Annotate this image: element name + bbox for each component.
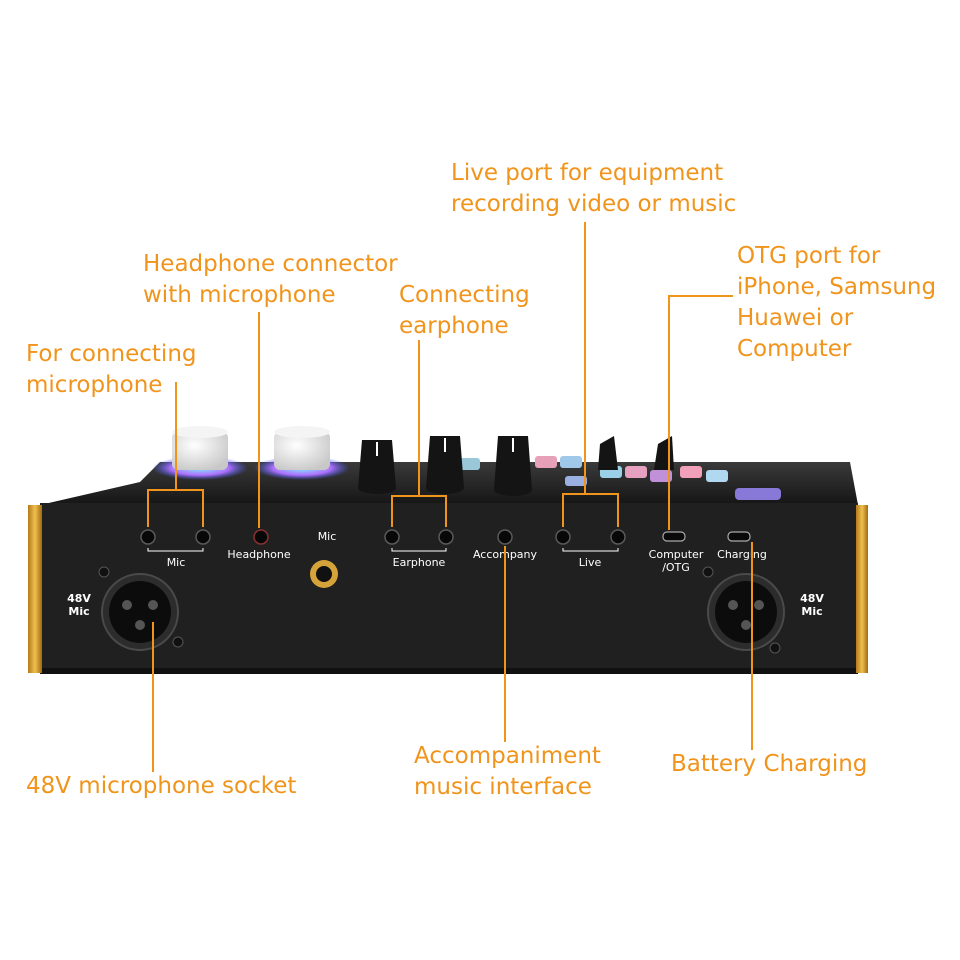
leader-connecting-microphone: [147, 489, 204, 527]
jacks: [140, 529, 626, 545]
top-buttons: [458, 456, 781, 500]
leader-connecting-earphone: [391, 495, 447, 527]
callout-otg-port: OTG port for iPhone, Samsung Huawei or C…: [737, 243, 937, 362]
label-mic-group: Mic: [167, 556, 186, 569]
callout-battery-charging: Battery Charging: [671, 751, 868, 777]
panel-brackets: [147, 548, 619, 552]
label-xlr-right-mic: Mic: [801, 605, 822, 618]
label-xlr-left-mic: Mic: [68, 605, 89, 618]
knob-markers: [376, 438, 514, 456]
white-knob-right: [254, 426, 350, 480]
label-computer: Computer: [649, 548, 704, 561]
label-headphone: Headphone: [227, 548, 290, 561]
gold-jack: [310, 560, 338, 588]
callout-mic-socket-48v: 48V microphone socket: [26, 773, 297, 799]
label-otg: /OTG: [662, 561, 690, 574]
callout-headphone-connector: Headphone connector with microphone: [143, 251, 398, 308]
label-earphone: Earphone: [393, 556, 446, 569]
label-live: Live: [579, 556, 602, 569]
xlr-left: [98, 566, 184, 651]
leader-live-port: [562, 493, 619, 527]
callout-connecting-earphone: Connecting earphone: [399, 282, 530, 339]
label-mic: Mic: [318, 530, 337, 543]
label-charging: Charging: [717, 548, 767, 561]
callout-for-connecting-microphone: For connecting microphone: [26, 341, 197, 398]
xlr-right: [702, 566, 785, 654]
left-side-trim: [28, 505, 42, 673]
leader-otg-port: [668, 295, 733, 530]
callout-live-port: Live port for equipment recording video …: [451, 160, 737, 217]
right-side-trim: [856, 505, 868, 673]
usb-c-charging-port: [727, 531, 751, 542]
callout-accompaniment: Accompaniment music interface: [414, 743, 601, 800]
usb-c-computer-port: [662, 531, 686, 542]
label-xlr-left-48v: 48V: [67, 592, 91, 605]
label-xlr-right-48v: 48V: [800, 592, 824, 605]
